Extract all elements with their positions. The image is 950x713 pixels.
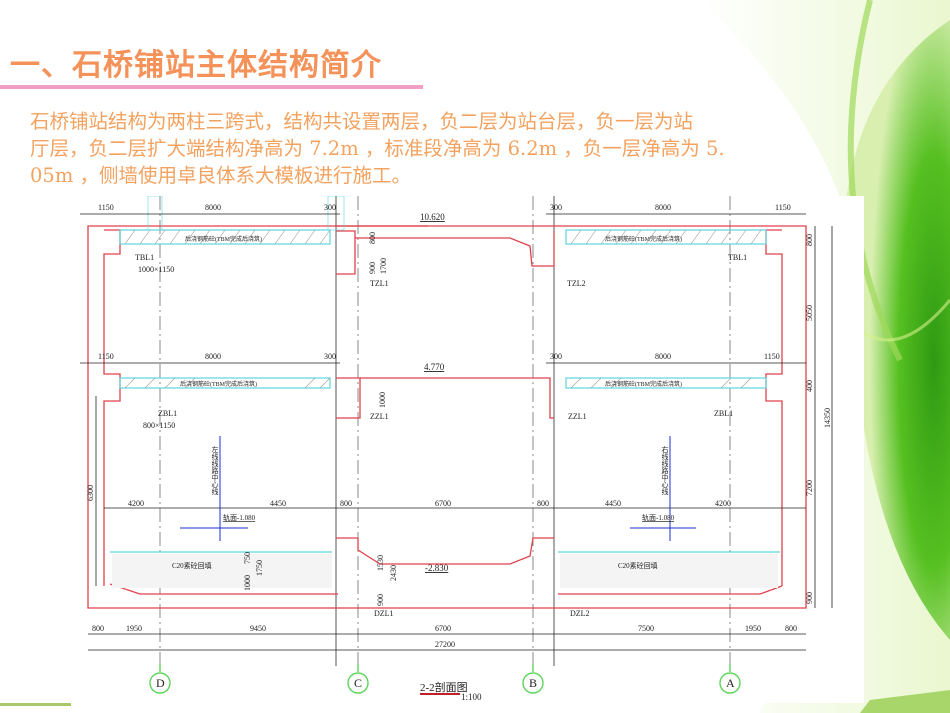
- dim-right-top: 800: [805, 234, 814, 246]
- elev-bottom: -2.830: [425, 563, 449, 573]
- axis-bubbles: [149, 664, 741, 694]
- dim-pit-2430: 2430: [389, 565, 398, 581]
- axis-bubble-d: [149, 672, 171, 694]
- title-underline: [0, 85, 423, 89]
- dim-tzl-900: 900: [368, 262, 377, 274]
- c20-fill: [110, 551, 780, 588]
- dim-bottom-c: 9450: [250, 624, 266, 633]
- label-tbl-right: TBL1: [728, 253, 747, 262]
- dim-mid-1000: 1000: [378, 392, 387, 408]
- centerline-left-label: 左线线路中心线: [211, 445, 219, 495]
- dim-mid-right-span: 8000: [655, 352, 671, 361]
- axis-bubble-b: [522, 672, 544, 694]
- axis-label-d: D: [156, 676, 165, 690]
- dim-right-upper: 5050: [805, 305, 814, 321]
- dim-right-lower: 7200: [805, 480, 814, 496]
- axis-label-a: A: [726, 676, 735, 690]
- roof-beam-right: [565, 229, 767, 245]
- dim-floor-b: 4450: [270, 499, 286, 508]
- dim-pit-900: 900: [376, 594, 385, 606]
- dim-right-mid: 400: [805, 380, 814, 392]
- paragraph-line-1: 石桥铺站结构为两柱三跨式，结构共设置两层，负二层为站台层，负一层为站: [30, 110, 694, 133]
- beam-note-mid-left: 后浇钢筋砼(TBM完成后浇筑): [180, 380, 257, 388]
- dim-floor-g: 4200: [715, 499, 731, 508]
- label-zbl-right: ZBL1: [714, 409, 733, 418]
- dim-mid-right-gap: 300: [550, 352, 562, 361]
- beam-note-top-left: 后浇钢筋砼(TBM完成后浇筑): [185, 235, 262, 243]
- dim-tzl-1700: 1700: [379, 258, 388, 274]
- dim-track-1000: 1000: [243, 575, 252, 591]
- dim-floor-c: 800: [340, 499, 352, 508]
- dim-bottom-g: 800: [785, 624, 797, 633]
- dim-left-6300: 6300: [86, 485, 95, 501]
- fill-label-right: C20素砼回填: [618, 561, 658, 570]
- mid-beam-right: [565, 377, 767, 389]
- dim-floor-d: 6700: [435, 499, 451, 508]
- drawing-title: 2-2剖面图: [420, 680, 468, 694]
- section-svg: 1150 8000 300 10.620 300 8000 1150 后浇钢筋砼…: [80, 196, 833, 702]
- mid-beam-left: [119, 377, 331, 389]
- dim-top-right-wall: 1150: [775, 203, 791, 212]
- intro-paragraph: 石桥铺站结构为两柱三跨式，结构共设置两层，负二层为站台层，负一层为站 厅层，负二…: [30, 108, 845, 189]
- elev-rail-right: 轨面-1.080: [642, 513, 675, 522]
- dim-mid-right-wall: 1150: [764, 352, 780, 361]
- label-zbl-left: ZBL1: [158, 409, 177, 418]
- beam-note-mid-right: 后浇钢筋砼(TBM完成后浇筑): [605, 380, 682, 388]
- dim-bottom-e: 7500: [638, 624, 654, 633]
- elev-middle: 4.770: [424, 362, 445, 372]
- label-tzl-right: TZL2: [567, 279, 586, 288]
- structure-outline: [87, 225, 807, 609]
- dim-bottom-d: 6700: [435, 624, 451, 633]
- dim-tzl-800: 800: [368, 232, 377, 244]
- dim-track-1750: 1750: [255, 560, 264, 576]
- label-zbl-left-size: 800×1150: [143, 421, 175, 430]
- label-tbl-left: TBL1: [135, 253, 154, 262]
- drawing-scale: 1:100: [461, 692, 482, 702]
- dim-top-left-span: 8000: [205, 203, 221, 212]
- axis-bubble-a: [719, 672, 741, 694]
- slide-title: 一、石桥铺站主体结构简介: [10, 48, 382, 83]
- dim-top-left-wall: 1150: [98, 203, 114, 212]
- dim-track-750: 750: [243, 552, 252, 564]
- elev-rail-left: 轨面-1.080: [223, 513, 256, 522]
- label-tbl-left-size: 1000×1150: [138, 265, 174, 274]
- dim-mid-left-gap: 300: [324, 352, 336, 361]
- beam-note-top-right: 后浇钢筋砼(TBM完成后浇筑): [605, 235, 682, 243]
- dim-mid-left-span: 8000: [205, 352, 221, 361]
- dim-floor-f: 4450: [605, 499, 621, 508]
- label-tzl-left: TZL1: [370, 279, 389, 288]
- dim-bottom-b: 1950: [126, 624, 142, 633]
- paragraph-line-3: 05m ，侧墙使用卓良体系大模板进行施工。: [30, 164, 412, 187]
- dim-bottom-total: 27200: [435, 640, 455, 649]
- dim-floor-a: 4200: [128, 499, 144, 508]
- label-zzl-left: ZZL1: [370, 412, 389, 421]
- label-dzl-right: DZL2: [570, 609, 590, 618]
- roof-beams: [119, 229, 767, 389]
- axis-centerlines: [159, 196, 731, 666]
- elev-roof: 10.620: [420, 212, 445, 222]
- dim-mid-left-wall: 1150: [98, 352, 114, 361]
- axis-bubble-c: [347, 672, 369, 694]
- label-dzl-left: DZL1: [374, 609, 394, 618]
- dim-top-right-gap: 300: [550, 203, 562, 212]
- axis-label-b: B: [529, 676, 537, 690]
- centerline-right-label: 右线线路中心线: [661, 445, 669, 495]
- paragraph-line-2: 厅层，负二层扩大端结构净高为 7.2m ，标准段净高为 6.2m ，负一层净高为…: [30, 137, 725, 160]
- cad-section-drawing: 1150 8000 300 10.620 300 8000 1150 后浇钢筋砼…: [80, 196, 864, 703]
- dim-top-left-gap: 300: [324, 203, 336, 212]
- dim-floor-e: 800: [537, 499, 549, 508]
- dim-pit-1530: 1530: [376, 555, 385, 571]
- dim-bottom-f: 1950: [745, 624, 761, 633]
- dim-bottom-a: 800: [92, 624, 104, 633]
- footer-accent-line: [0, 703, 71, 706]
- fill-label-left: C20素砼回填: [172, 561, 212, 570]
- dim-top-right-span: 8000: [655, 203, 671, 212]
- label-zzl-right: ZZL1: [568, 412, 587, 421]
- dim-right-bottom: 900: [805, 592, 814, 604]
- axis-label-c: C: [354, 676, 362, 690]
- dim-right-total: 14350: [823, 408, 832, 428]
